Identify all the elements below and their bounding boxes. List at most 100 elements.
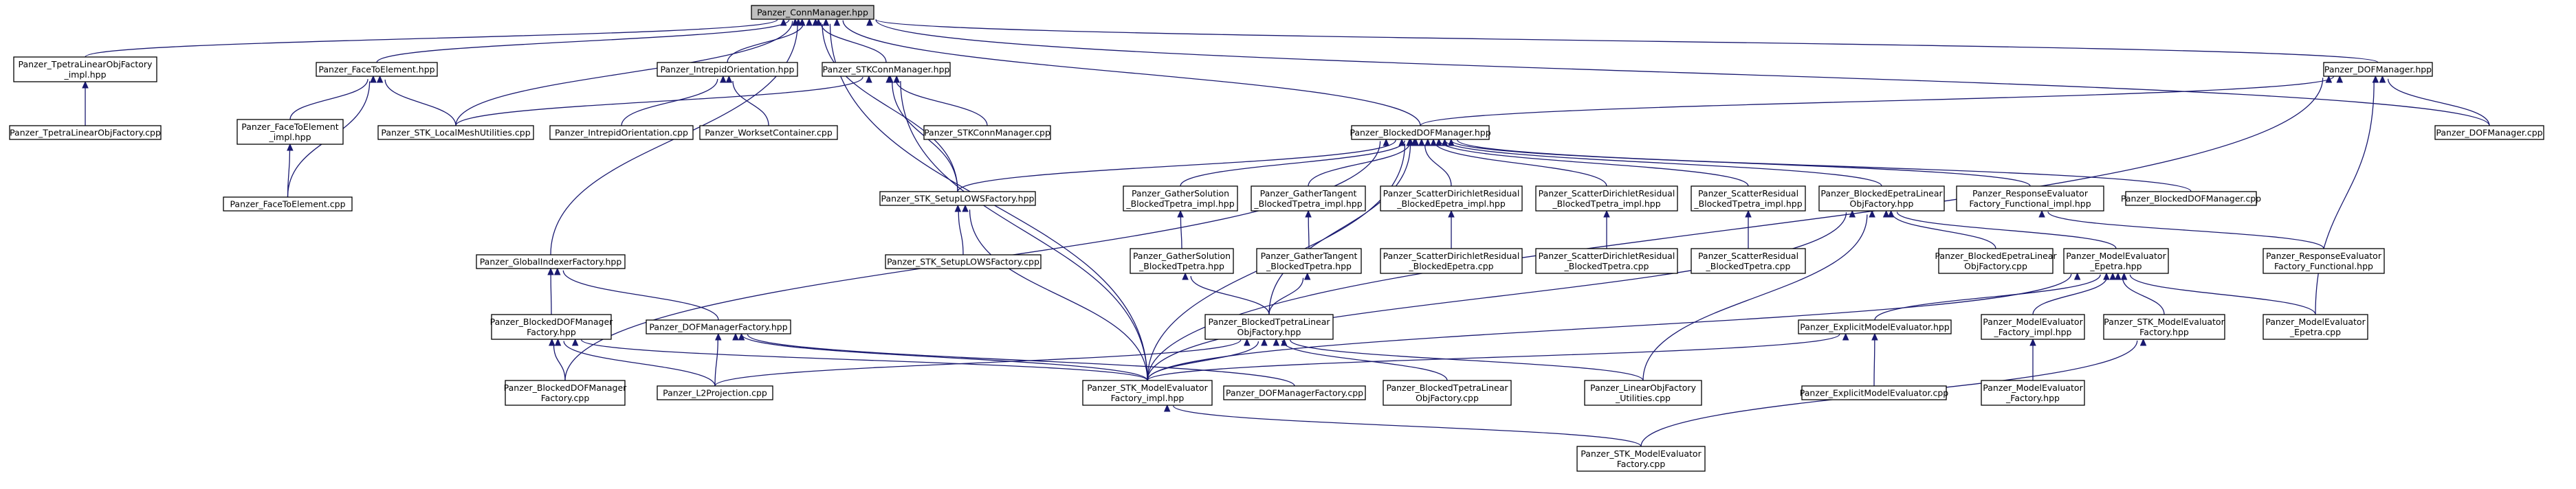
node-box[interactable] xyxy=(1082,380,1213,406)
node-faceImpl[interactable]: Panzer_FaceToElement_impl.hpp xyxy=(236,119,344,145)
node-box[interactable] xyxy=(2263,248,2385,274)
node-meeHpp[interactable]: Panzer_ModelEvaluator_Epetra.hpp xyxy=(2063,248,2169,274)
node-reHpp[interactable]: Panzer_ResponseEvaluatorFactory_Function… xyxy=(2263,248,2385,274)
node-box[interactable] xyxy=(1380,185,1523,212)
node-box[interactable] xyxy=(1584,380,1702,406)
node-box[interactable] xyxy=(822,62,951,77)
node-box[interactable] xyxy=(2103,314,2225,340)
node-box[interactable] xyxy=(1981,314,2085,340)
node-box[interactable] xyxy=(2063,248,2169,274)
node-box[interactable] xyxy=(699,125,838,140)
node-box[interactable] xyxy=(377,125,534,140)
node-sdrtImpl[interactable]: Panzer_ScatterDirichletResidual_BlockedT… xyxy=(1535,185,1678,212)
node-faceCpp[interactable]: Panzer_FaceToElement.cpp xyxy=(223,196,353,212)
node-box[interactable] xyxy=(923,125,1051,140)
node-box[interactable] xyxy=(1535,248,1678,274)
node-stkLowsHpp[interactable]: Panzer_STK_SetupLOWSFactory.hpp xyxy=(879,191,1036,206)
node-box[interactable] xyxy=(646,319,791,334)
node-box[interactable] xyxy=(1981,380,2085,406)
node-box[interactable] xyxy=(1204,314,1334,340)
node-box[interactable] xyxy=(751,5,874,20)
node-sdrtCpp[interactable]: Panzer_ScatterDirichletResidual_BlockedT… xyxy=(1535,248,1678,274)
node-srtImpl[interactable]: Panzer_ScatterResidual_BlockedTpetra_imp… xyxy=(1691,185,1806,212)
node-sdreImpl[interactable]: Panzer_ScatterDirichletResidual_BlockedE… xyxy=(1380,185,1523,212)
node-box[interactable] xyxy=(1818,185,1945,212)
node-faceHpp[interactable]: Panzer_FaceToElement.hpp xyxy=(316,62,438,77)
node-box[interactable] xyxy=(476,254,626,269)
node-box[interactable] xyxy=(1130,248,1234,274)
node-meeCpp[interactable]: Panzer_ModelEvaluator_Epetra.cpp xyxy=(2263,314,2368,340)
node-dofHpp[interactable]: Panzer_DOFManager.hpp xyxy=(2323,62,2433,77)
node-box[interactable] xyxy=(879,191,1036,206)
node-reImpl[interactable]: Panzer_ResponseEvaluatorFactory_Function… xyxy=(1956,185,2104,212)
node-box[interactable] xyxy=(1535,185,1678,212)
node-stkLowsCpp[interactable]: Panzer_STK_SetupLOWSFactory.cpp xyxy=(885,254,1042,269)
node-box[interactable] xyxy=(1383,380,1512,406)
node-loUtil[interactable]: Panzer_LinearObjFactory_Utilities.cpp xyxy=(1584,380,1702,406)
node-box[interactable] xyxy=(1801,385,1947,400)
node-intrHpp[interactable]: Panzer_IntrepidOrientation.hpp xyxy=(657,62,798,77)
node-box[interactable] xyxy=(1938,248,2054,274)
node-gsHpp[interactable]: Panzer_GatherSolution_BlockedTpetra.hpp xyxy=(1130,248,1234,274)
node-box[interactable] xyxy=(549,125,694,140)
node-stkConnHpp[interactable]: Panzer_STKConnManager.hpp xyxy=(822,62,951,77)
node-gtHpp[interactable]: Panzer_GatherTangent_BlockedTpetra.hpp xyxy=(1256,248,1362,274)
node-box[interactable] xyxy=(1691,185,1806,212)
node-emeCpp[interactable]: Panzer_ExplicitModelEvaluator.cpp xyxy=(1800,385,1948,400)
node-gifHpp[interactable]: Panzer_GlobalIndexerFactory.hpp xyxy=(476,254,626,269)
node-tpetraCpp[interactable]: Panzer_TpetraLinearObjFactory.cpp xyxy=(9,125,162,140)
node-box[interactable] xyxy=(491,314,612,340)
node-box[interactable] xyxy=(2125,191,2257,206)
node-stkMeImpl[interactable]: Panzer_STK_ModelEvaluatorFactory_impl.hp… xyxy=(1082,380,1213,406)
node-box[interactable] xyxy=(9,125,162,140)
node-dmfCpp[interactable]: Panzer_DOFManagerFactory.cpp xyxy=(1223,385,1366,400)
node-worksetCpp[interactable]: Panzer_WorksetContainer.cpp xyxy=(699,125,838,140)
node-box[interactable] xyxy=(1691,248,1806,274)
node-box[interactable] xyxy=(236,119,344,145)
node-box[interactable] xyxy=(223,196,353,212)
node-stkLocal[interactable]: Panzer_STK_LocalMeshUtilities.cpp xyxy=(377,125,534,140)
node-box[interactable] xyxy=(1576,446,1706,472)
node-box[interactable] xyxy=(13,56,157,82)
node-box[interactable] xyxy=(885,254,1042,269)
node-tpetraImpl[interactable]: Panzer_TpetraLinearObjFactory_impl.hpp xyxy=(13,56,157,82)
node-box[interactable] xyxy=(316,62,438,77)
node-box[interactable] xyxy=(2263,314,2368,340)
node-stkConnCpp[interactable]: Panzer_STKConnManager.cpp xyxy=(923,125,1051,140)
node-dmfHpp[interactable]: Panzer_DOFManagerFactory.hpp xyxy=(646,319,791,334)
node-box[interactable] xyxy=(1380,248,1523,274)
node-box[interactable] xyxy=(1223,385,1366,400)
node-box[interactable] xyxy=(1123,185,1238,212)
node-box[interactable] xyxy=(657,62,798,77)
node-box[interactable] xyxy=(657,385,773,400)
node-emeHpp[interactable]: Panzer_ExplicitModelEvaluator.hpp xyxy=(1798,319,1952,334)
node-box[interactable] xyxy=(1351,125,1490,140)
node-gsImpl[interactable]: Panzer_GatherSolution_BlockedTpetra_impl… xyxy=(1123,185,1238,212)
node-conn[interactable]: Panzer_ConnManager.hpp xyxy=(751,5,874,20)
node-box[interactable] xyxy=(2323,62,2433,77)
node-box[interactable] xyxy=(505,380,626,406)
node-l2Cpp[interactable]: Panzer_L2Projection.cpp xyxy=(657,385,773,400)
node-box[interactable] xyxy=(1798,319,1952,334)
node-dofCpp[interactable]: Panzer_DOFManager.cpp xyxy=(2434,125,2544,140)
node-mefHpp[interactable]: Panzer_ModelEvaluator_Factory.hpp xyxy=(1981,380,2085,406)
node-bdofCpp[interactable]: Panzer_BlockedDOFManager.cpp xyxy=(2121,191,2261,206)
node-sdreCpp[interactable]: Panzer_ScatterDirichletResidual_BlockedE… xyxy=(1380,248,1523,274)
node-srtCpp[interactable]: Panzer_ScatterResidual_BlockedTpetra.cpp xyxy=(1691,248,1806,274)
node-box[interactable] xyxy=(1256,248,1362,274)
node-gtImpl[interactable]: Panzer_GatherTangent_BlockedTpetra_impl.… xyxy=(1251,185,1366,212)
node-box[interactable] xyxy=(2434,125,2544,140)
node-box[interactable] xyxy=(1956,185,2104,212)
node-bdofHpp[interactable]: Panzer_BlockedDOFManager.hpp xyxy=(1350,125,1491,140)
node-mefImpl[interactable]: Panzer_ModelEvaluator_Factory_impl.hpp xyxy=(1981,314,2085,340)
node-box[interactable] xyxy=(1251,185,1366,212)
node-intrCpp[interactable]: Panzer_IntrepidOrientation.cpp xyxy=(549,125,694,140)
